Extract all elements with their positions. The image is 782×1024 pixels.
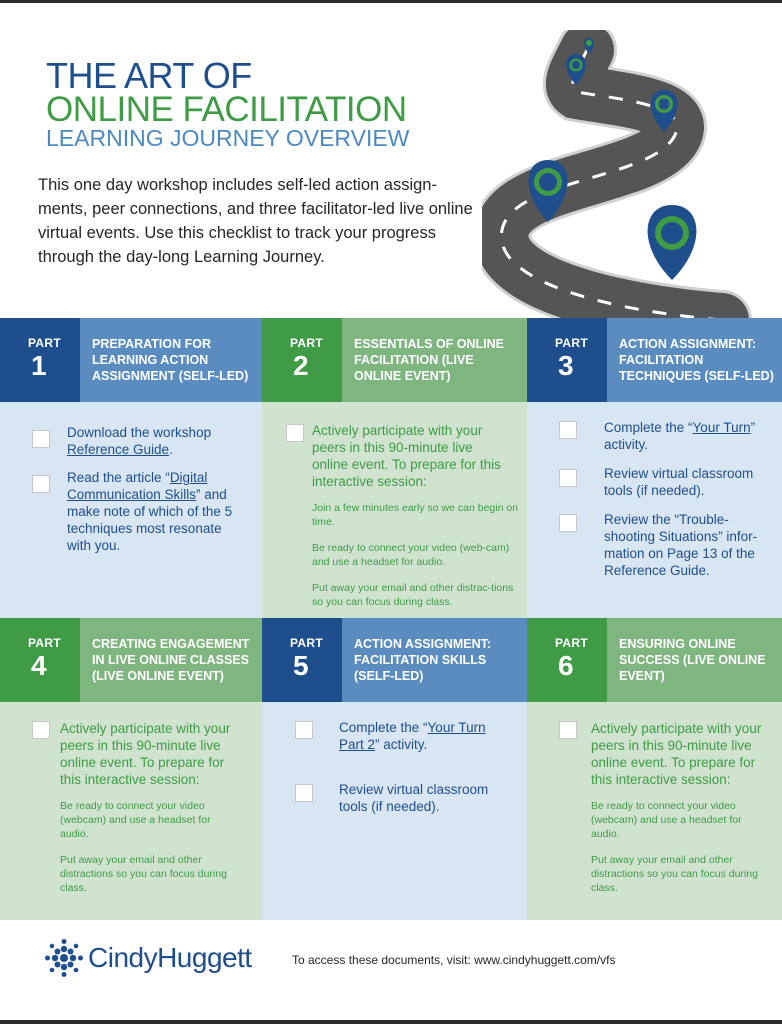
part-title: ACTION ASSIGNMENT: FACILITATION SKILLS (… bbox=[354, 637, 492, 683]
part-label: PART bbox=[28, 636, 61, 650]
checklist-item: Review the “Trouble-shooting Situations”… bbox=[604, 512, 758, 578]
parts-content-row-2: Actively participate with your peers in … bbox=[0, 702, 782, 920]
prep-note: Join a few minutes early so we can begin… bbox=[312, 502, 519, 528]
map-pin-icon bbox=[647, 205, 697, 280]
checkbox[interactable] bbox=[559, 469, 577, 487]
part-5-header: PART 5 ACTION ASSIGNMENT: FACILITATION S… bbox=[262, 618, 527, 702]
brand-logo-text: CindyHuggett bbox=[88, 942, 252, 973]
part-1-content: Download the workshop Reference Guide. R… bbox=[0, 402, 262, 618]
part-4-header: PART 4 CREATING ENGAGEMENT IN LIVE ONLIN… bbox=[0, 618, 262, 702]
part-2-header: PART 2 ESSENTIALS OF ONLINE FACILITATION… bbox=[262, 318, 527, 402]
prep-note: Be ready to connect your video (webcam) … bbox=[591, 800, 742, 840]
part-6-header: PART 6 ENSURING ONLINE SUCCESS (LIVE ONL… bbox=[527, 618, 782, 702]
access-documents-text: To access these documents, visit: www.ci… bbox=[292, 953, 616, 967]
checklist-item: Actively participate with your peers in … bbox=[591, 721, 762, 787]
checklist-item: Download the workshop Reference Guide. bbox=[67, 425, 212, 457]
checklist-item: Complete the “Your Turn” activity. bbox=[604, 420, 756, 452]
page-subtitle: LEARNING JOURNEY OVERVIEW bbox=[46, 125, 410, 151]
parts-content-row-1: Download the workshop Reference Guide. R… bbox=[0, 402, 782, 618]
checkbox[interactable] bbox=[559, 514, 577, 532]
your-turn-link[interactable]: Your Turn bbox=[692, 420, 751, 435]
checklist-item: Review virtual classroom tools (if neede… bbox=[604, 466, 754, 498]
part-title: ENSURING ONLINE SUCCESS (LIVE ONLINE EVE… bbox=[619, 637, 766, 683]
checkbox[interactable] bbox=[286, 424, 304, 442]
part-2-content: Actively participate with your peers in … bbox=[262, 402, 527, 618]
checklist-item: Complete the “Your Turn Part 2” activity… bbox=[339, 720, 486, 752]
part-3-content: Complete the “Your Turn” activity. Revie… bbox=[527, 402, 782, 618]
part-number: 1 bbox=[31, 350, 47, 381]
parts-header-row-1: PART 1 PREPARATION FOR LEARNING ACTION A… bbox=[0, 318, 782, 402]
checkbox[interactable] bbox=[559, 721, 577, 739]
part-number: 4 bbox=[31, 650, 47, 681]
part-label: PART bbox=[555, 336, 588, 350]
part-1-header: PART 1 PREPARATION FOR LEARNING ACTION A… bbox=[0, 318, 262, 402]
prep-note: Be ready to connect your video (webcam) … bbox=[60, 800, 211, 840]
part-4-content: Actively participate with your peers in … bbox=[0, 702, 262, 920]
checkbox[interactable] bbox=[295, 784, 313, 802]
map-pin-icon bbox=[528, 160, 568, 222]
reference-guide-link[interactable]: Reference Guide bbox=[67, 442, 170, 457]
intro-paragraph: This one day workshop includes self-led … bbox=[38, 176, 473, 266]
part-label: PART bbox=[28, 336, 61, 350]
checkbox[interactable] bbox=[559, 421, 577, 439]
bottom-rule bbox=[0, 1020, 782, 1024]
prep-note: Put away your email and other distractio… bbox=[60, 854, 227, 894]
top-rule bbox=[0, 0, 782, 3]
part-title: ESSENTIALS OF ONLINE FACILITATION (LIVE … bbox=[354, 337, 505, 383]
part-title: ACTION ASSIGNMENT: FACILITATION TECHNIQU… bbox=[619, 337, 774, 383]
part-title: CREATING ENGAGEMENT IN LIVE ONLINE CLASS… bbox=[92, 637, 250, 683]
map-pin-icon bbox=[584, 38, 594, 54]
part-number: 2 bbox=[293, 350, 309, 381]
map-pin-icon bbox=[566, 54, 586, 85]
checklist-item: Read the article “Digital Communication … bbox=[67, 470, 233, 553]
part-5-content: Complete the “Your Turn Part 2” activity… bbox=[262, 702, 527, 920]
checkbox[interactable] bbox=[295, 721, 313, 739]
checkbox[interactable] bbox=[32, 721, 50, 739]
parts-header-row-2: PART 4 CREATING ENGAGEMENT IN LIVE ONLIN… bbox=[0, 618, 782, 702]
checklist-item: Review virtual classroom tools (if neede… bbox=[339, 782, 489, 814]
map-pin-icon bbox=[650, 90, 678, 132]
part-label: PART bbox=[290, 336, 323, 350]
prep-note: Put away your email and other distractio… bbox=[591, 854, 758, 894]
part-number: 6 bbox=[558, 650, 574, 681]
part-number: 3 bbox=[558, 350, 574, 381]
part-label: PART bbox=[555, 636, 588, 650]
flower-logo-icon bbox=[45, 939, 83, 977]
checkbox[interactable] bbox=[32, 475, 50, 493]
part-3-header: PART 3 ACTION ASSIGNMENT: FACILITATION T… bbox=[527, 318, 782, 402]
part-6-content: Actively participate with your peers in … bbox=[527, 702, 782, 920]
checkbox[interactable] bbox=[32, 430, 50, 448]
digital-communication-skills-link[interactable]: Digital Communication Skills bbox=[67, 470, 208, 502]
prep-note: Be ready to connect your video (web-cam)… bbox=[312, 542, 510, 568]
part-label: PART bbox=[290, 636, 323, 650]
page-title-line1: THE ART OF bbox=[46, 55, 252, 96]
road-journey-illustration bbox=[482, 30, 752, 320]
checklist-item: Actively participate with your peers in … bbox=[312, 423, 501, 489]
part-title: PREPARATION FOR LEARNING ACTION ASSIGNME… bbox=[92, 337, 249, 383]
your-turn-part-2-link[interactable]: Your Turn Part 2 bbox=[339, 720, 486, 752]
part-number: 5 bbox=[293, 650, 309, 681]
checklist-item: Actively participate with your peers in … bbox=[60, 721, 231, 787]
page-title-line2: ONLINE FACILITATION bbox=[46, 90, 407, 129]
prep-note: Put away your email and other distrac-ti… bbox=[312, 582, 514, 608]
